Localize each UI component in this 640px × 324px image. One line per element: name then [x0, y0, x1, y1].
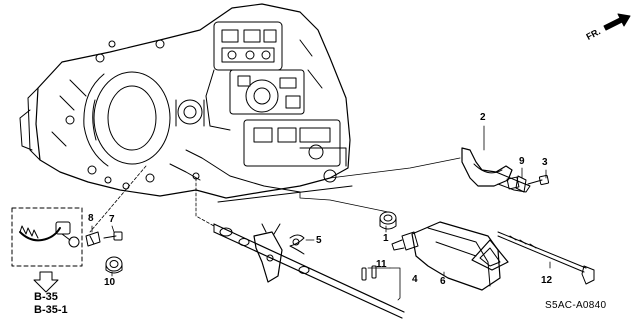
- callout-7: 7: [109, 214, 115, 225]
- detent-spring-part: [289, 234, 305, 255]
- bolt-3-part: [527, 174, 550, 186]
- cable-detail-inset: [11, 207, 83, 293]
- transmission-case: [19, 3, 353, 203]
- shift-shaft-part: [213, 223, 405, 319]
- clip-9-part: [515, 175, 527, 193]
- callout-5: 5: [316, 235, 322, 246]
- long-bolt-part: [497, 231, 595, 285]
- pins-part: [361, 265, 377, 281]
- diagram-code: S5AC-A0840: [545, 300, 607, 311]
- leader-lines: [89, 125, 551, 301]
- bracket-8-part: [85, 231, 101, 247]
- reference-b-35-1: B-35-1: [34, 304, 68, 316]
- callout-10: 10: [104, 277, 116, 288]
- callout-2: 2: [480, 112, 486, 123]
- oil-seal-part: [379, 211, 397, 230]
- callout-12: 12: [541, 275, 553, 286]
- callout-6: 6: [440, 276, 446, 287]
- front-arrow-icon: [603, 13, 631, 31]
- bolt-7-part: [103, 231, 123, 241]
- solenoid-part: [391, 221, 509, 291]
- callout-8: 8: [88, 213, 94, 224]
- callout-1: 1: [383, 233, 389, 244]
- reference-b-35: B-35: [34, 291, 58, 303]
- nut-10-part: [105, 256, 123, 274]
- shift-fork-part: [461, 147, 531, 193]
- callout-11: 11: [376, 259, 387, 270]
- callout-3: 3: [542, 157, 548, 168]
- callout-4: 4: [412, 274, 418, 285]
- callout-9: 9: [519, 156, 525, 167]
